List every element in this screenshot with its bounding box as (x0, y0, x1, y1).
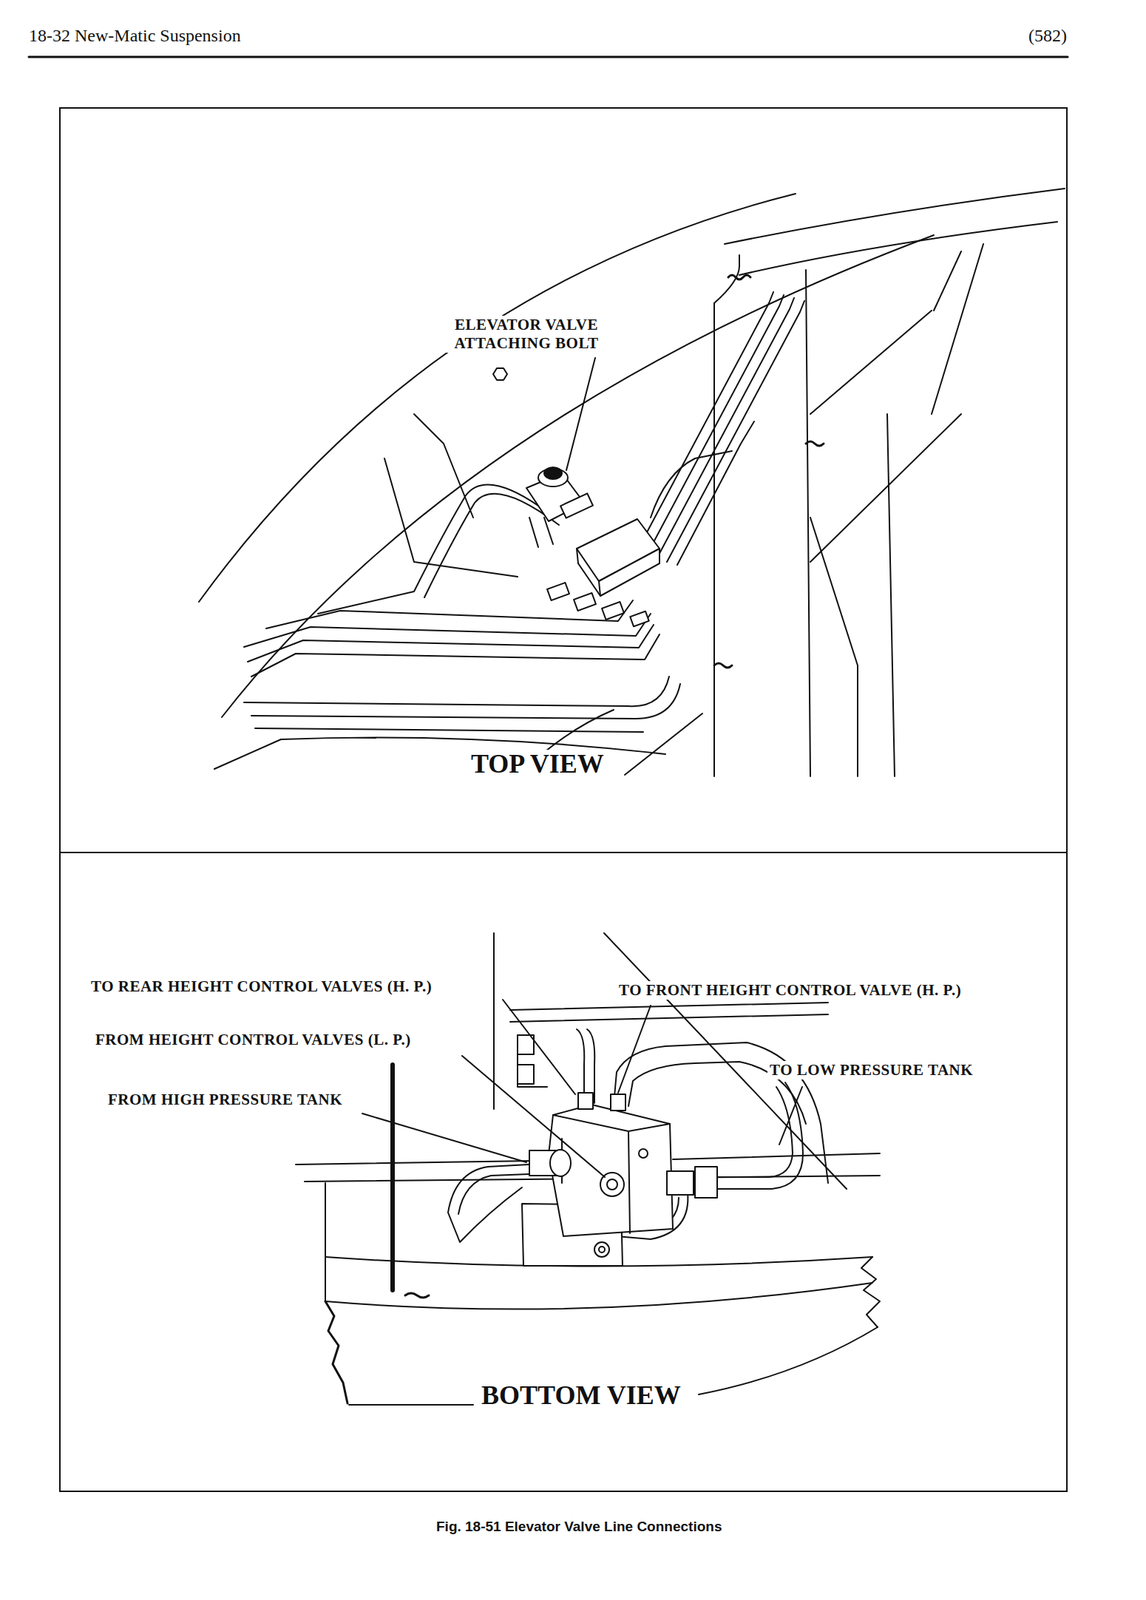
view-title: BOTTOM VIEW (479, 1381, 684, 1411)
top-view-drawing (198, 188, 1065, 777)
view-panel: ELEVATOR VALVE ATTACHING BOLT TOP VIEW (59, 107, 1068, 854)
part-label: TO REAR HEIGHT CONTROL VALVES (H. P.) (88, 977, 435, 996)
leader-line (618, 1005, 651, 1093)
part-label: TO LOW PRESSURE TANK (767, 1060, 976, 1080)
figure-caption: Fig. 18-51 Elevator Valve Line Connectio… (434, 1518, 724, 1536)
view-title: TOP VIEW (468, 749, 607, 780)
page-number: (582) (1026, 25, 1070, 47)
leader-line (566, 357, 596, 471)
leader-line (362, 1113, 527, 1163)
bottom-view-drawing (295, 933, 880, 1405)
view-panel: TO REAR HEIGHT CONTROL VALVES (H. P.) TO … (59, 851, 1068, 1493)
leader-line (462, 1055, 605, 1178)
page-header: 18-32 New-Matic Suspension (26, 25, 244, 47)
part-label: FROM HEIGHT CONTROL VALVES (L. P.) (93, 1030, 414, 1050)
header-rule (28, 56, 1068, 59)
part-label: TO FRONT HEIGHT CONTROL VALVE (H. P.) (616, 981, 964, 1000)
leader-line (779, 1086, 803, 1145)
part-label: FROM HIGH PRESSURE TANK (105, 1090, 345, 1110)
leader-line (502, 999, 576, 1095)
part-label: ELEVATOR VALVE ATTACHING BOLT (431, 315, 622, 353)
